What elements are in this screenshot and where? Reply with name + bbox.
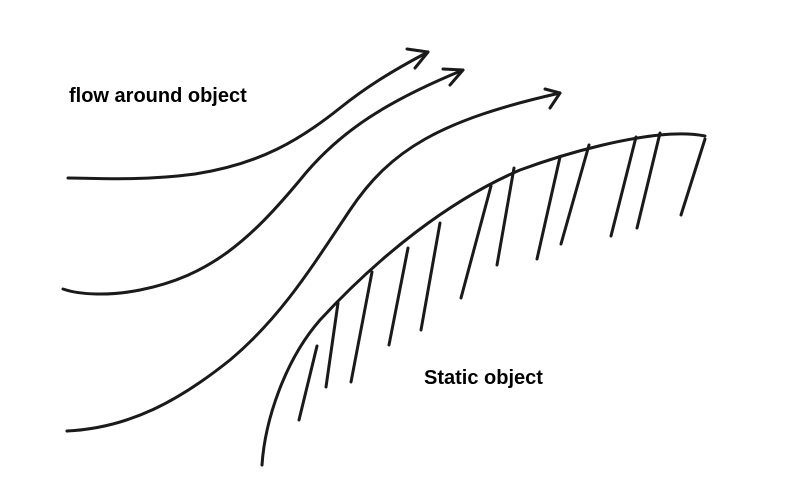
hatch-line <box>559 143 591 246</box>
streamline-3 <box>65 91 562 433</box>
streamline-1 <box>66 50 430 181</box>
hatch-line <box>297 344 319 422</box>
streamline-3-arrowhead <box>543 87 562 110</box>
flow-label: flow around object <box>69 85 247 107</box>
static-object-label: Static object <box>424 367 543 389</box>
streamline-2-arrowhead <box>441 67 465 87</box>
hatch-line <box>324 301 340 389</box>
hatch-line <box>609 135 638 238</box>
hatch-line <box>349 270 374 384</box>
hatch-line <box>459 184 493 300</box>
hatch-line <box>635 131 662 230</box>
hatch-line <box>419 221 442 332</box>
streamline-1-arrowhead <box>405 47 430 70</box>
object-boundary <box>260 132 707 467</box>
hatch-line <box>495 166 516 267</box>
hatch-line <box>679 137 707 217</box>
hatch-line <box>387 246 410 347</box>
object-hatching <box>297 131 707 422</box>
hatch-line <box>535 155 562 261</box>
streamline-2 <box>61 68 465 296</box>
